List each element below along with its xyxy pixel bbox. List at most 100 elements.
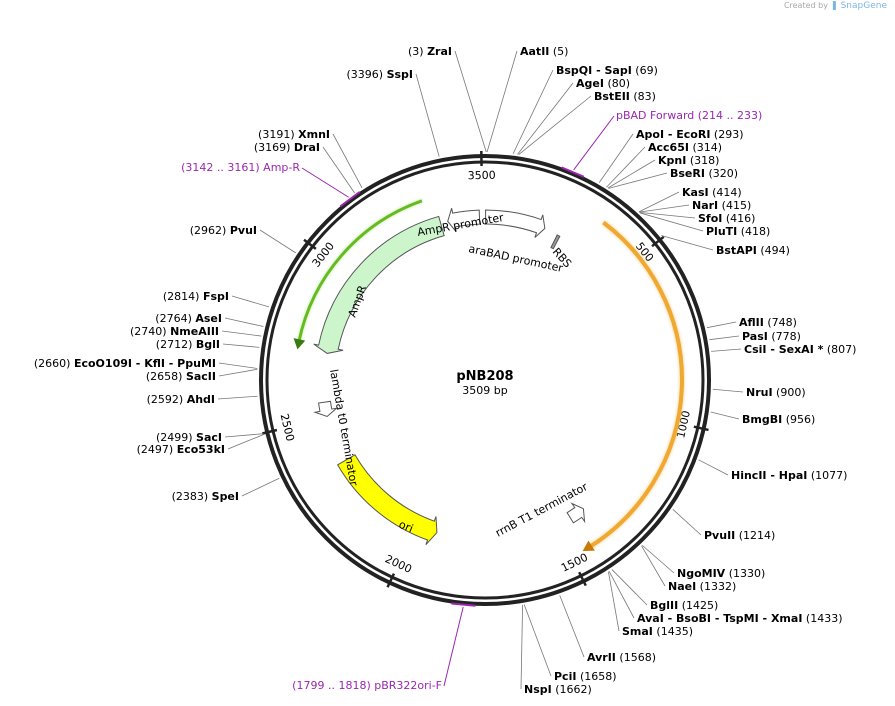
site-label[interactable]: (2814) FspI	[163, 290, 229, 303]
label-arabad-promoter: araBAD promoter	[467, 242, 564, 275]
site-position: (2592)	[147, 393, 187, 406]
site-label[interactable]: NarI (415)	[692, 199, 751, 212]
site-label[interactable]: AflII (748)	[739, 316, 797, 329]
site-label[interactable]: BmgBI (956)	[742, 413, 815, 426]
site-name: BstAPI	[716, 244, 757, 257]
site-label[interactable]: (3) ZraI	[408, 45, 452, 58]
site-name: SfoI	[698, 212, 722, 225]
site-label[interactable]: NruI (900)	[746, 386, 806, 399]
site-position: (3191)	[258, 128, 298, 141]
site-label[interactable]: BspQI - SapI (69)	[556, 64, 658, 77]
site-name: BseRI	[670, 167, 705, 180]
site-position: (2383)	[172, 490, 212, 503]
site-label[interactable]: NgoMIV (1330)	[677, 567, 765, 580]
site-label[interactable]: (3169) DraI	[254, 141, 320, 154]
feature-rrnb-t1-terminator[interactable]	[566, 502, 586, 524]
site-name: AflII	[739, 316, 764, 329]
site-name: SacII	[186, 370, 216, 383]
site-name: EcoO109I - KflI - PpuMI	[74, 357, 216, 370]
site-label[interactable]: AvaI - BsoBI - TspMI - XmaI (1433)	[637, 612, 843, 625]
ampr-outline-arc[interactable]	[297, 199, 423, 343]
site-label[interactable]: (2658) SacII	[146, 370, 216, 383]
site-label[interactable]: (2962) PvuI	[190, 224, 257, 237]
site-label[interactable]: KasI (414)	[682, 186, 742, 199]
site-label[interactable]: PvuII (1214)	[704, 529, 775, 542]
primer-mark	[561, 166, 585, 178]
primer-annotations: pBAD Forward (214 .. 233) (1799 .. 1818) …	[181, 109, 762, 692]
site-leader-line	[608, 172, 668, 189]
site-position: (494)	[757, 244, 790, 257]
site-label[interactable]: BseRI (320)	[670, 167, 738, 180]
site-position: (418)	[737, 225, 770, 238]
site-label[interactable]: PciI (1658)	[554, 670, 617, 683]
site-position: (1214)	[735, 529, 775, 542]
site-label[interactable]: SmaI (1435)	[622, 625, 693, 638]
feature-ampr[interactable]	[313, 215, 445, 354]
site-label[interactable]: HincII - HpaI (1077)	[731, 469, 847, 482]
site-position: (2740)	[130, 325, 170, 338]
site-label[interactable]: (2764) AseI	[155, 312, 222, 325]
site-label[interactable]: BstAPI (494)	[716, 244, 790, 257]
site-leader-line	[706, 321, 737, 329]
site-name: BmgBI	[742, 413, 782, 426]
site-position: (748)	[764, 316, 797, 329]
site-leader-line	[217, 395, 258, 400]
site-label[interactable]: BstEII (83)	[594, 90, 656, 103]
site-name: NarI	[692, 199, 718, 212]
plasmid-length: 3509 bp	[462, 384, 507, 397]
site-label[interactable]: (3191) XmnI	[258, 128, 330, 141]
site-label[interactable]: (3396) SspI	[346, 68, 413, 81]
site-name: NaeI	[668, 580, 696, 593]
tick-label: 2000	[383, 552, 414, 576]
site-leader-line	[672, 509, 702, 536]
site-name: HincII - HpaI	[731, 469, 807, 482]
site-name: BglII	[650, 599, 678, 612]
site-position: (2499)	[156, 431, 196, 444]
site-label[interactable]: Acc65I (314)	[648, 141, 722, 154]
site-label[interactable]: ApoI - EcoRI (293)	[636, 128, 744, 141]
site-label[interactable]: KpnI (318)	[658, 154, 719, 167]
site-label[interactable]: (2383) SpeI	[172, 490, 239, 503]
tick-mark	[262, 428, 278, 435]
site-label[interactable]: PasI (778)	[742, 330, 801, 343]
site-leader-line	[241, 477, 280, 497]
feature-lambda-t0-terminator[interactable]	[313, 400, 339, 418]
credit-brand: SnapGene	[840, 1, 887, 11]
feature-ori[interactable]	[336, 454, 438, 546]
site-label[interactable]: SfoI (416)	[698, 212, 755, 225]
site-name: KpnI	[658, 154, 686, 167]
site-leader-line	[710, 411, 740, 420]
site-position: (2814)	[163, 290, 203, 303]
site-label[interactable]: NspI (1662)	[524, 683, 592, 696]
site-leader-line	[415, 73, 440, 157]
site-label[interactable]: (2740) NmeAIII	[130, 325, 219, 338]
primer-label[interactable]: (1799 .. 1818) pBR322ori-F	[292, 679, 442, 692]
site-label[interactable]: (2592) AhdI	[147, 393, 215, 406]
tick-label: 2500	[278, 412, 297, 442]
snapgene-credit: Created by ❚ SnapGene	[784, 1, 887, 11]
site-name: ApoI - EcoRI	[636, 128, 710, 141]
arac-arc[interactable]	[589, 220, 684, 549]
site-label[interactable]: BglII (1425)	[650, 599, 718, 612]
site-position: (2764)	[155, 312, 195, 325]
site-name: SacI	[196, 431, 222, 444]
primer-leader-line	[443, 606, 464, 687]
primer-label[interactable]: pBAD Forward (214 .. 233)	[616, 109, 762, 122]
site-label[interactable]: NaeI (1332)	[668, 580, 736, 593]
site-leader-line	[454, 50, 487, 153]
site-name: Acc65I	[648, 141, 689, 154]
site-name: SmaI	[622, 625, 653, 638]
feature-arabad-promoter[interactable]	[485, 209, 546, 238]
primer-label[interactable]: (3142 .. 3161) Amp-R	[181, 161, 300, 174]
site-label[interactable]: (2712) BglI	[156, 338, 220, 351]
site-label[interactable]: PluTI (418)	[706, 225, 770, 238]
feature-ampr-promoter[interactable]	[447, 208, 481, 233]
site-label[interactable]: AgeI (80)	[576, 77, 630, 90]
site-label[interactable]: AatII (5)	[520, 45, 568, 58]
site-label[interactable]: (2497) Eco53kI	[137, 443, 225, 456]
site-label[interactable]: AvrII (1568)	[587, 651, 656, 664]
site-label[interactable]: (2499) SacI	[156, 431, 222, 444]
feature-rbs[interactable]	[550, 234, 561, 250]
site-label[interactable]: CsiI - SexAI * (807)	[744, 343, 856, 356]
site-label[interactable]: (2660) EcoO109I - KflI - PpuMI	[34, 357, 216, 370]
